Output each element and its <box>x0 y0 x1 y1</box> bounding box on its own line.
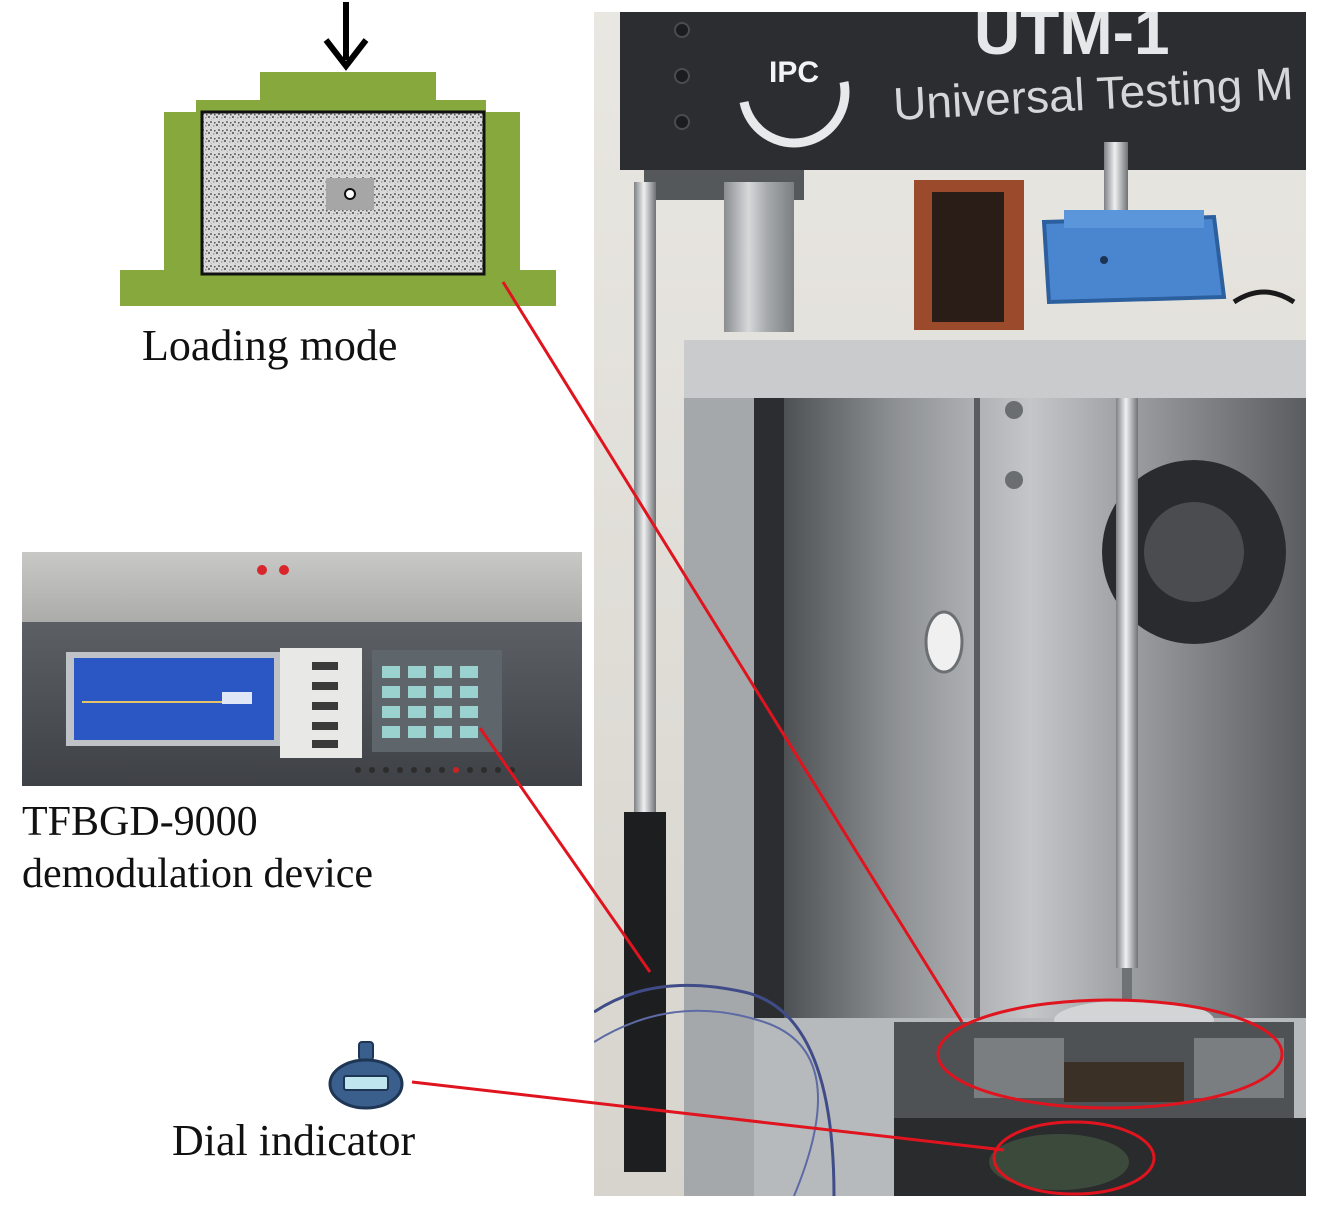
loading-mode-drawing <box>120 72 556 306</box>
svg-text:IPC: IPC <box>769 56 819 89</box>
dial-indicator-icon <box>328 1041 404 1110</box>
loading-mode-diagram <box>120 2 560 312</box>
demodulation-device-drawing <box>22 552 582 786</box>
ipc-logo: IPC <box>739 56 850 148</box>
testing-machine-photo: IPC UTM-1 Universal Testing M <box>594 12 1306 1196</box>
dial-indicator-label: Dial indicator <box>172 1116 416 1165</box>
demodulation-device-photo <box>22 552 582 786</box>
machine-photo-drawing: IPC UTM-1 Universal Testing M <box>594 12 1306 1196</box>
loading-mode-label: Loading mode <box>142 321 398 370</box>
demodulation-device-label-line1: TFBGD-9000 <box>22 799 258 845</box>
arrow-down-icon <box>323 2 369 71</box>
demodulation-device-label-line2: demodulation device <box>22 851 374 897</box>
banner-model-text: UTM-1 <box>974 12 1170 68</box>
